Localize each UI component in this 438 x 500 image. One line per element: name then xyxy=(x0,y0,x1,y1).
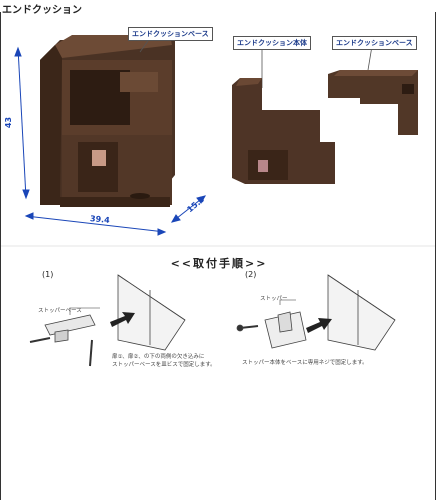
dimension-width: 39.4 xyxy=(89,213,111,226)
label-base-right: エンドクッションベース xyxy=(332,36,417,50)
step1-instruction-line2: ストッパーベースを皿ビスで固定します。 xyxy=(112,362,216,368)
page-title: エンドクッション xyxy=(2,5,82,16)
steps-title: <<取付手順>> xyxy=(170,257,268,270)
label-body: エンドクッション本体 xyxy=(233,36,311,50)
label-base-top: エンドクッションベース xyxy=(128,27,213,41)
end-cushion-base xyxy=(328,70,418,135)
end-cushion-body xyxy=(232,78,335,184)
frame-left xyxy=(0,12,1,500)
step2-part-label: ストッパー xyxy=(260,296,288,302)
dimension-lines xyxy=(14,46,207,236)
step1-number: (1) xyxy=(42,270,54,279)
frame-right xyxy=(435,12,436,500)
step1-instruction-line1: 扉①、扉②、の下の両側の欠き込みに xyxy=(112,354,205,360)
step1-part-label: ストッパーベース xyxy=(38,308,82,314)
step2-diagram xyxy=(236,274,396,351)
end-cushion-assembled xyxy=(40,35,175,207)
step2-number: (2) xyxy=(245,270,257,279)
step2-instruction-line1: ストッパー本体をベースに専用ネジで固定します。 xyxy=(242,360,368,366)
step1-diagram xyxy=(29,274,186,367)
dimension-height: 43 xyxy=(4,116,14,129)
